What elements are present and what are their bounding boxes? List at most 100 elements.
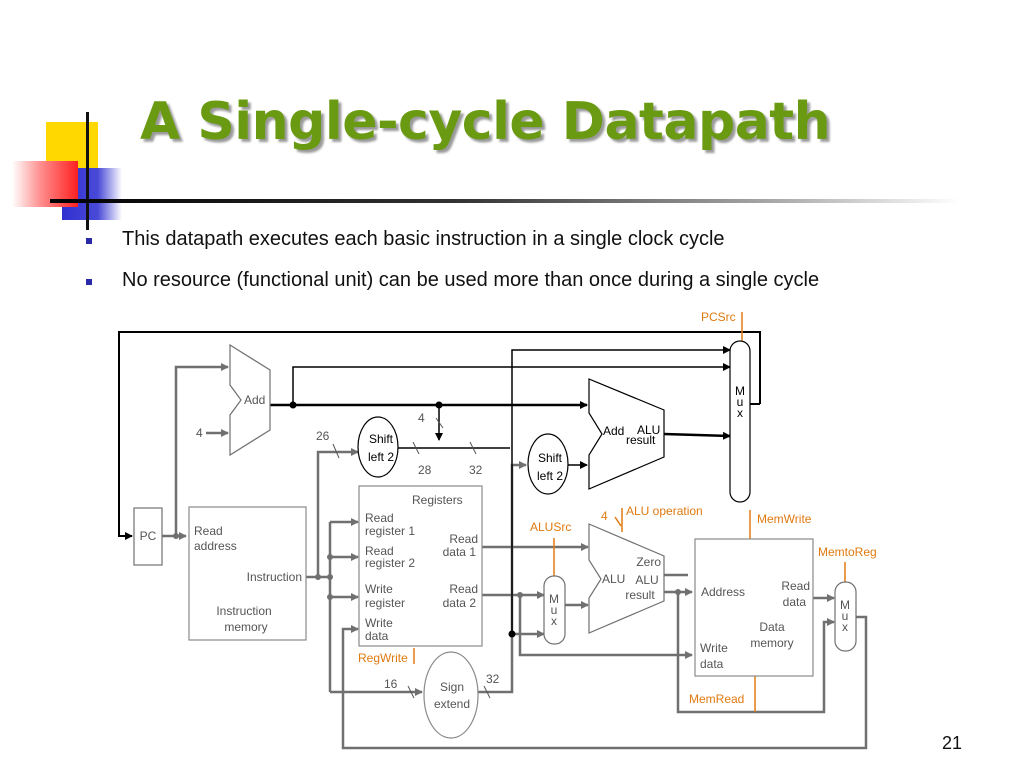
wire-pc-to-add1 [174,363,229,536]
adder-branch-result: result [626,433,656,447]
junctions [173,401,681,638]
reg-read-data-1b: data 1 [443,545,477,559]
pc-mux-m: M [735,384,745,398]
pc-register [133,507,163,566]
reg-write-register-b: register [365,596,405,610]
bullet-item: This datapath executes each basic instru… [86,228,819,269]
imem-name-2: memory [224,620,267,634]
signal-alusrc: ALUSrc [530,520,571,534]
width-4: 4 [418,411,425,425]
signal-memread: MemRead [689,692,744,706]
component-adder-branch: Add ALU result [588,378,665,490]
width-16: 16 [384,677,398,691]
pc-label: PC [140,529,157,543]
shift-top-line1: Shift [369,432,394,446]
adder-branch-add: Add [603,424,624,438]
alu-result-1: ALU [635,573,658,587]
component-registers: Registers Read register 1 Read register … [358,485,483,665]
signal-memwrite: MemWrite [757,512,812,526]
imem-box [188,506,307,641]
tick-32 [469,441,477,455]
alu-shape [588,523,665,634]
component-alusrc-mux: M u x ALUSrc [530,520,571,645]
adder-branch-alu: ALU [637,423,660,437]
dm-write-data-2: data [700,657,724,671]
grey-wires [162,363,868,750]
bullet-square-icon [86,279,92,285]
bullet-text: This datapath executes each basic instru… [122,228,725,250]
imem-read-address-2: address [194,539,237,553]
component-data-memory: Address Read data Data memory Write data… [689,512,814,706]
alusrc-mux-m: M [549,592,559,606]
reg-read-data-1a: Read [449,532,478,546]
sign-extend-line2: extend [434,697,470,711]
shift-top-line2: left 2 [368,450,394,464]
sign-extend-line1: Sign [440,680,464,694]
component-sign-extend: Sign extend 16 32 [384,651,500,739]
reg-read-register-2a: Read [365,544,394,558]
memtoreg-mux-shape [834,581,857,652]
junction-dot [508,630,516,638]
junction-dot [327,594,333,600]
junction-dot [315,574,321,580]
component-adder-pc: Add 4 [196,343,271,457]
component-memtoreg-mux: M u x MemtoReg [818,545,877,652]
reg-write-data-b: data [365,629,389,643]
wire-instr-trunk [316,448,359,577]
component-alu: ALU Zero ALU result 4 ALU operation [588,504,703,634]
reg-read-register-1a: Read [365,511,394,525]
adder-branch-shape [588,378,665,490]
alusrc-mux-u: u [551,603,558,617]
reg-read-register-2b: register 2 [365,556,415,570]
bullet-square-icon [86,238,92,244]
shift-mid-line1: Shift [538,451,563,465]
bullet-item: No resource (functional unit) can be use… [86,269,819,310]
sign-extend-ellipse [423,651,479,739]
width-sign-32: 32 [486,672,500,686]
component-shift-left-jump: Shift left 2 26 28 4 32 [316,411,483,478]
junction-dot [289,401,297,409]
width-26: 26 [316,429,330,443]
junction-dot [675,589,681,595]
signal-aluop-width: 4 [601,509,608,523]
signal-aluop-tick [614,516,622,527]
imem-name-1: Instruction [216,604,271,618]
dm-read-data-2: data [783,595,807,609]
wire-writeback [341,615,868,750]
tick-26 [332,443,340,459]
component-pc: PC [133,507,163,566]
dm-read-data-1: Read [781,579,810,593]
bullet-text: No resource (functional unit) can be use… [122,269,820,291]
pc-mux-shape [729,340,751,503]
wire-add2-out [663,431,731,440]
pc-mux-u: u [737,395,744,409]
component-instruction-memory: Read address Instruction Instruction mem… [188,506,307,641]
memtoreg-mux-m: M [840,598,850,612]
bullet-list: This datapath executes each basic instru… [86,228,819,310]
component-shift-left-branch: Shift left 2 [527,433,569,495]
memtoreg-mux-x: x [842,620,848,634]
width-32: 32 [469,463,483,477]
dm-address: Address [701,585,745,599]
reg-write-data-a: Write [365,616,393,630]
wire-shift-mid-up [511,346,731,634]
memtoreg-mux-u: u [842,609,849,623]
shift-mid-ellipse [527,433,569,495]
dm-name-2: memory [750,636,793,650]
signal-memtoreg: MemtoReg [818,545,877,559]
wire-add1-to-mux [292,363,731,405]
registers-title: Registers [412,493,463,507]
registers-box [358,485,483,647]
dm-write-data-1: Write [700,641,728,655]
reg-read-register-1b: register 1 [365,524,415,538]
junction-dot [327,554,333,560]
tick-16 [407,685,415,699]
adder-pc-shape [229,343,271,457]
imem-instruction: Instruction [247,570,302,584]
junction-dot [435,401,443,409]
tick-4 [435,417,444,429]
adder-pc-const: 4 [196,426,203,440]
black-wires [118,331,761,634]
component-pc-mux: M u x PCSrc [701,310,751,503]
alu-zero: Zero [636,555,661,569]
